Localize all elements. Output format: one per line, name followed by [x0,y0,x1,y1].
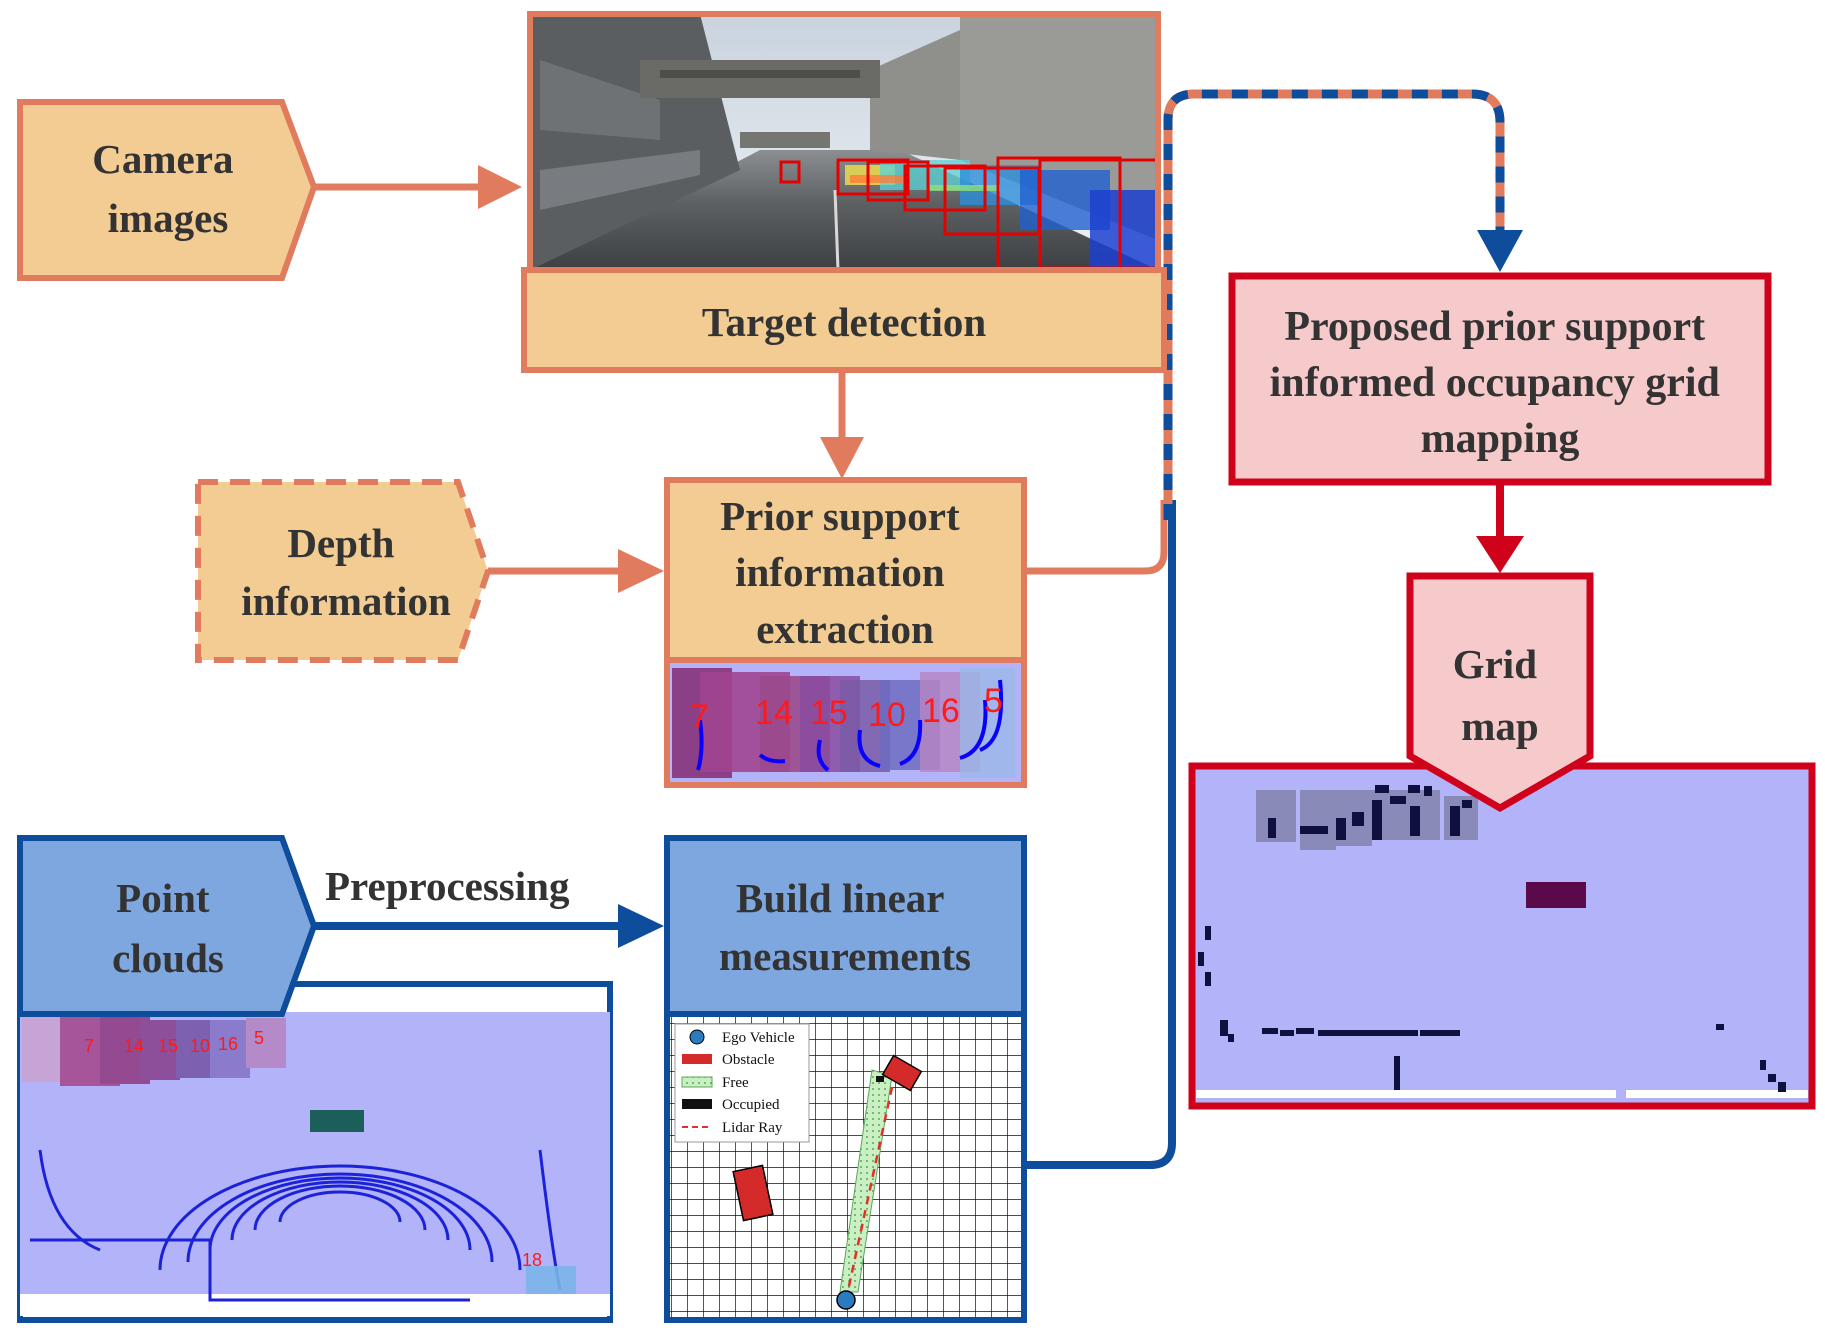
node-build-linear: Build linear measurements Ego Vehicle Ob… [664,835,1027,1323]
preprocessing-label: Preprocessing [325,863,570,909]
obstacle-left [732,1164,774,1222]
arrowhead-icon [1477,230,1523,272]
lidar-projection [845,160,1158,270]
legend-obstacle-icon [682,1054,712,1064]
node-point-clouds: Point clouds [17,835,318,1017]
proposed-label-line-3: mapping [1421,416,1580,462]
linear-to-merge-line [1024,500,1176,1169]
point-clouds-label-line-2: clouds [112,935,224,981]
legend-occupied-icon [682,1099,712,1109]
svg-text:Depth information: Depth information [241,520,451,624]
connectors [312,89,1524,1169]
pc-track-ids: 7 14 15 10 16 5 18 [84,1028,542,1270]
arrowhead-icon [618,549,664,593]
legend-label: Lidar Ray [722,1120,783,1136]
pc-id-label: 14 [124,1036,144,1056]
target-detection-label: Target detection [702,299,986,345]
point-cloud-image: 7 14 15 10 16 5 18 [17,981,613,1323]
arrowhead-icon [478,165,522,209]
legend-label: Obstacle [722,1052,775,1068]
prior-point-strokes [696,679,1004,772]
pc-id-label: 16 [218,1034,238,1054]
build-linear-label-line-2: measurements [719,933,971,979]
node-camera-images: Camera images [17,99,318,281]
prior-id-label: 14 [755,694,793,732]
grid-ego-vehicle [1526,882,1586,908]
ego-vehicle-icon [836,1290,856,1310]
grid-map-label-line-2: map [1461,703,1538,749]
pc-id-label: 15 [158,1036,178,1056]
prior-track-ids: 7 14 15 10 16 5 [690,682,1003,736]
pc-id-label: 5 [254,1028,264,1048]
depth-label-line-2: information [241,578,451,624]
legend-label: Free [722,1075,749,1091]
occupied-cell [876,1076,884,1082]
grid-occupied-cells [1198,785,1786,1092]
prior-id-label: 10 [868,696,906,734]
camera-label-line-2: images [108,195,229,241]
grid-map-image [1188,762,1816,1110]
node-target-detection: Target detection [521,11,1167,373]
lidar-ray [844,1077,896,1301]
arrowhead-icon [618,904,664,948]
legend-label: Occupied [722,1097,780,1113]
prior-label-line-2: information [735,549,945,595]
camera-label-line-1: Camera [92,136,233,182]
prior-id-label: 7 [690,698,709,736]
svg-text:Point clouds: Point clouds [112,875,224,981]
arrowhead-icon [820,437,864,479]
arrowhead-icon [1476,536,1524,573]
legend-label: Ego Vehicle [722,1030,795,1046]
prior-label-line-3: extraction [756,606,934,652]
obstacle-right [881,1054,923,1092]
merged-line-dash [1163,89,1505,520]
pc-id-label: 10 [190,1036,210,1056]
proposed-label-line-1: Proposed prior support [1284,304,1705,350]
prior-id-label: 16 [922,692,960,730]
prior-id-label: 15 [810,694,848,732]
linear-measurement-grid: Ego Vehicle Obstacle Free Occupied Lidar… [664,1011,1027,1323]
node-grid-map: Grid map [1406,572,1594,813]
prior-label-line-1: Prior support [720,493,960,539]
svg-text:Grid map: Grid map [1453,641,1548,749]
pc-ego-vehicle [310,1110,364,1132]
node-depth-information: Depth information [195,479,492,663]
svg-text:Prior support informatio: Prior support information extraction [720,493,970,652]
pc-prior-blobs [22,1012,286,1086]
build-linear-label-line-1: Build linear [736,875,944,921]
prior-support-image: 7 14 15 10 16 5 [664,657,1027,788]
proposed-label-line-2: informed occupancy grid [1270,360,1720,406]
camera-photo [530,14,1158,270]
legend-free-icon [681,1076,713,1088]
svg-text:Proposed prior support i: Proposed prior support informed occupanc… [1270,304,1731,462]
legend: Ego Vehicle Obstacle Free Occupied Lidar… [674,1023,810,1143]
point-clouds-label-line-1: Point [116,875,210,921]
node-proposed-method: Proposed prior support informed occupanc… [1228,272,1772,486]
legend-ego-vehicle-icon [689,1029,705,1045]
prior-to-merge-line [1024,500,1168,575]
node-prior-support: Prior support information extraction [664,477,1027,788]
svg-text:Camera images: Camera images [92,136,243,241]
pc-id-label: 7 [84,1036,94,1056]
pc-id-label: 18 [522,1250,542,1270]
svg-text:Build linear measurement: Build linear measurements [719,875,971,979]
prior-id-label: 5 [984,682,1003,720]
grid-map-label-line-1: Grid [1453,641,1537,687]
depth-label-line-1: Depth [287,520,394,566]
